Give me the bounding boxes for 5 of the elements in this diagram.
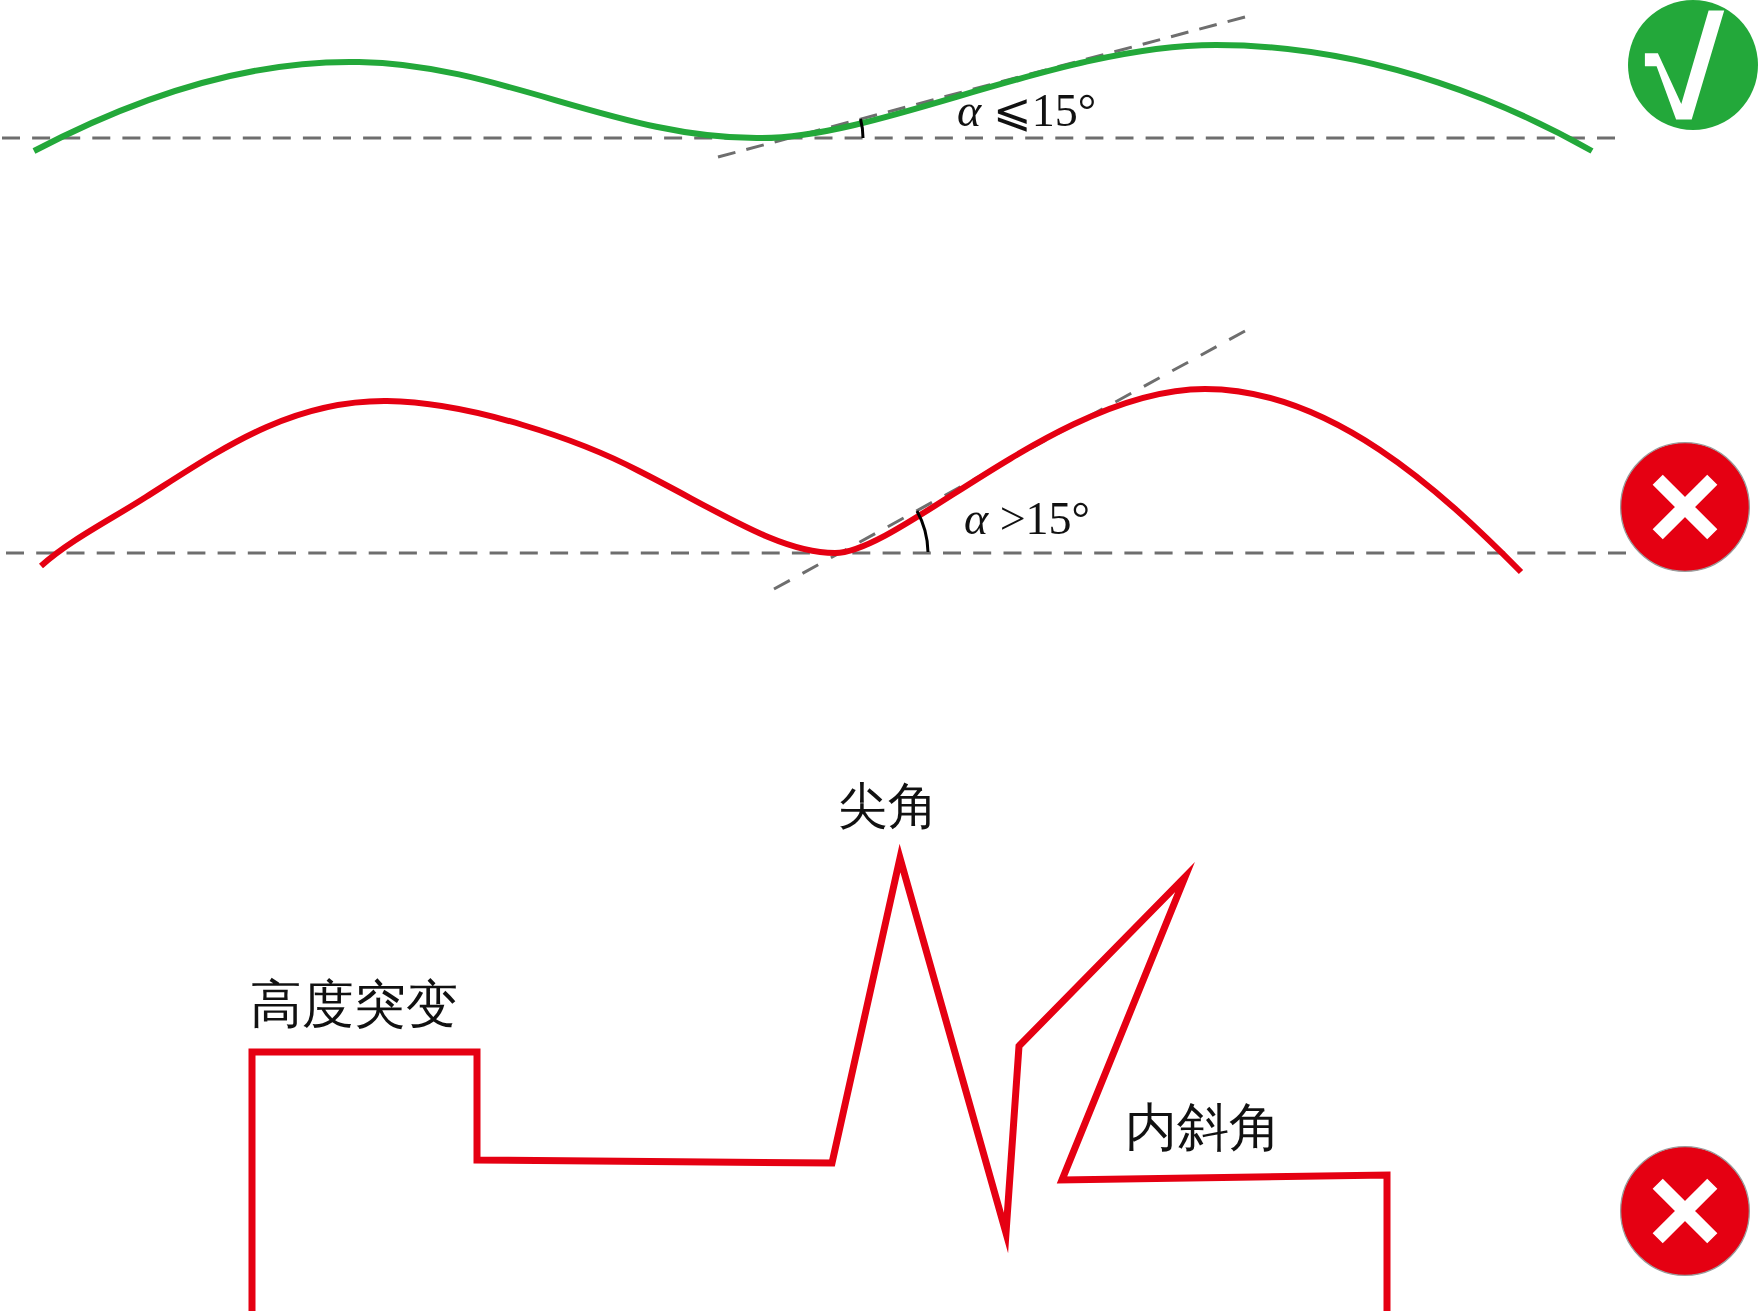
defect-label: 内斜角 xyxy=(1125,1101,1281,1153)
defect-label: 高度突变 xyxy=(250,978,458,1030)
angle-label: α ⩽15° xyxy=(957,88,1097,134)
defect-label: 尖角 xyxy=(838,781,938,831)
angle-label: α >15° xyxy=(964,496,1090,542)
